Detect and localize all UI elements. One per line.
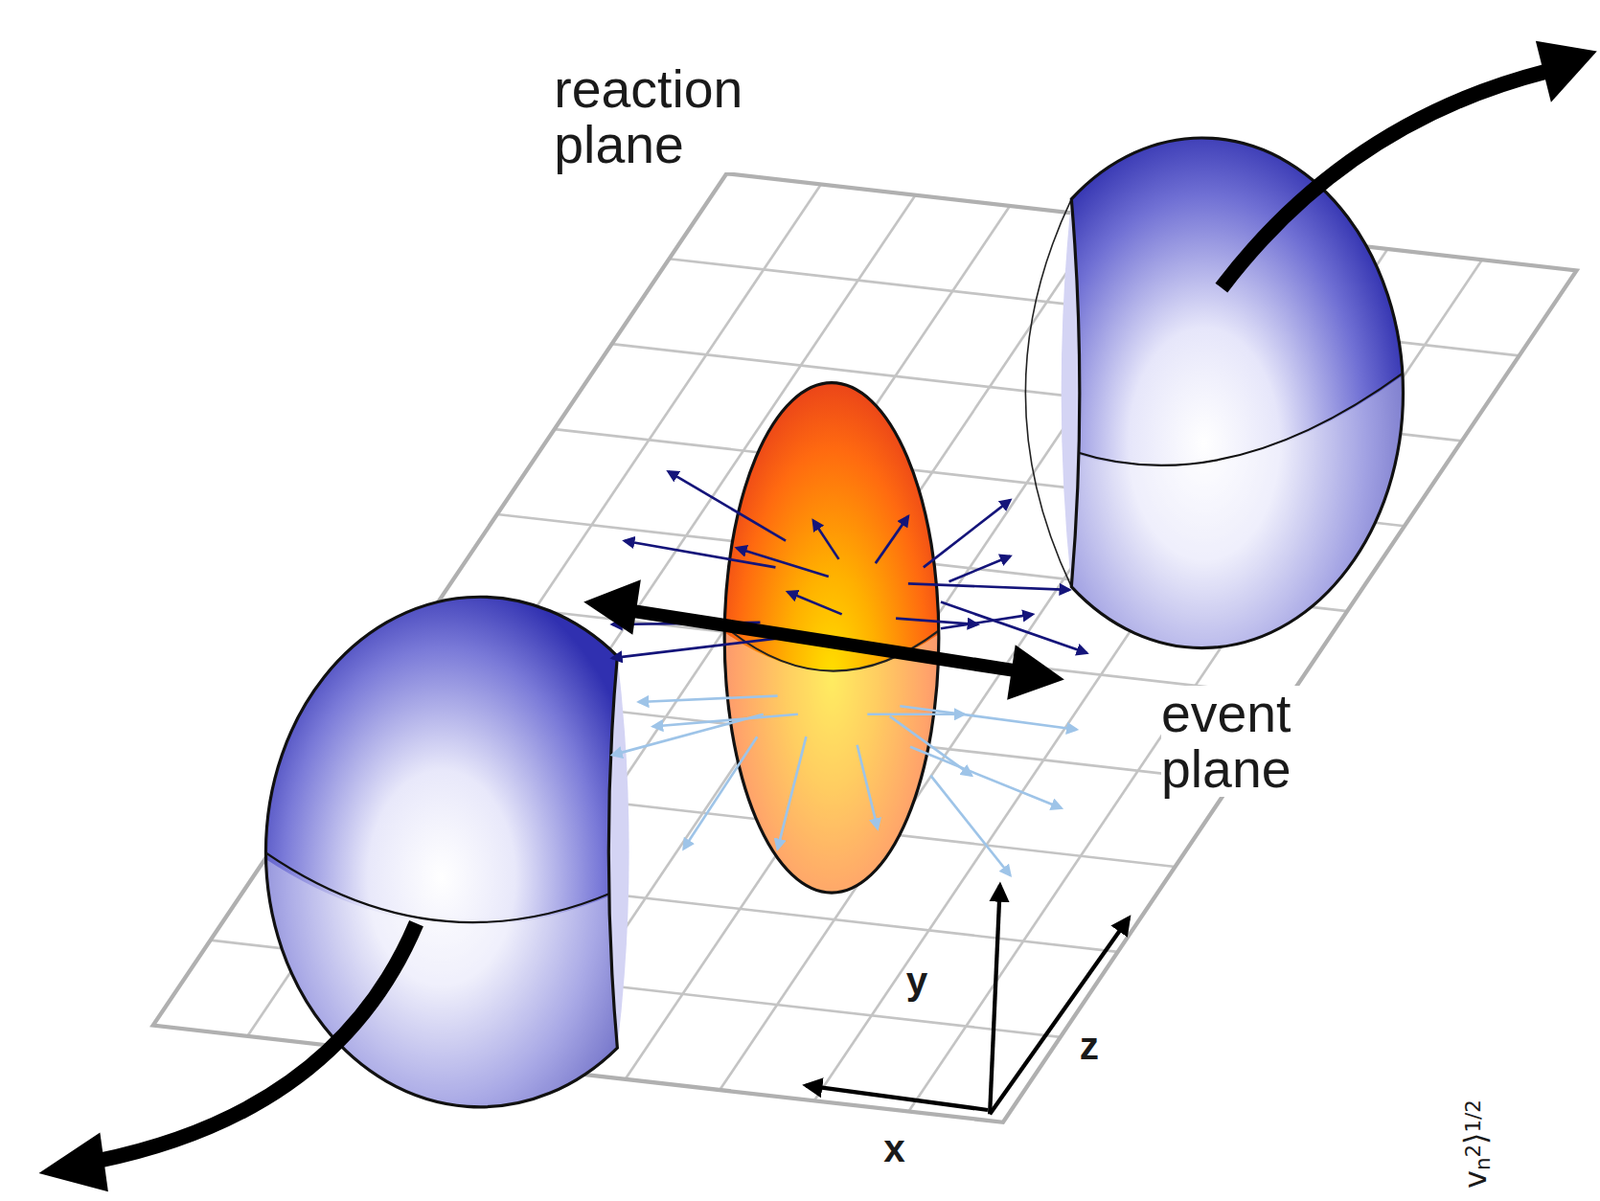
flow-arrow-lower bbox=[639, 696, 778, 703]
flow-arrow-lower bbox=[857, 745, 878, 829]
flow-arrow-lower bbox=[653, 714, 799, 728]
formula-part: 2 bbox=[1461, 1144, 1486, 1159]
flow-arrow-upper bbox=[948, 556, 1010, 583]
flow-arrow-lower bbox=[684, 736, 758, 849]
arrow-head bbox=[583, 579, 641, 636]
motion-arrows bbox=[38, 41, 1597, 1192]
axis-label: x bbox=[883, 1128, 906, 1169]
flow-arrow-upper bbox=[940, 614, 1033, 629]
flow-arrow-lower bbox=[930, 776, 1010, 876]
particle-flow bbox=[612, 471, 1087, 876]
axis-line bbox=[989, 886, 1001, 1116]
flow-arrow-upper bbox=[923, 500, 1011, 568]
left-nucleus bbox=[204, 596, 715, 1201]
curved-arrow bbox=[1221, 71, 1547, 289]
arrow-shaft bbox=[627, 610, 1021, 672]
arrow-head bbox=[38, 1132, 108, 1192]
flow-arrow-lower bbox=[899, 706, 1076, 730]
formula-part: 1/2 bbox=[1461, 1099, 1486, 1133]
plane-label: reaction plane bbox=[553, 61, 820, 173]
flow-arrow-upper bbox=[787, 592, 842, 615]
flow-arrow-lower bbox=[867, 712, 964, 716]
coordinate-axes bbox=[805, 886, 1129, 1116]
arrow-head bbox=[1535, 41, 1598, 103]
flow-arrow-upper bbox=[612, 637, 791, 659]
nucleus-lower-half bbox=[204, 852, 715, 1201]
formula-part: ⟩ bbox=[1457, 1132, 1494, 1144]
formula-part: n bbox=[1470, 1157, 1495, 1171]
flow-arrow-upper bbox=[940, 602, 1087, 654]
right-nucleus bbox=[1020, 137, 1429, 715]
nucleus-outline bbox=[1071, 137, 1403, 649]
axis-line bbox=[989, 918, 1129, 1115]
nucleus-equator bbox=[260, 848, 628, 923]
axis-line bbox=[805, 1085, 988, 1111]
fireball-lower-half bbox=[714, 624, 945, 919]
axis-label: z bbox=[1079, 1026, 1099, 1067]
nucleus-outline bbox=[265, 596, 618, 1108]
nucleus-equator bbox=[1061, 365, 1414, 466]
flow-arrow-upper bbox=[668, 471, 786, 541]
arrow-head bbox=[1006, 644, 1065, 701]
plane-label: event plane bbox=[1161, 685, 1417, 798]
flow-arrow-upper bbox=[736, 548, 829, 577]
flow-arrow-lower bbox=[777, 736, 807, 849]
curved-arrow bbox=[96, 923, 416, 1162]
flow-arrow-upper bbox=[875, 516, 909, 564]
axis-label: y bbox=[906, 960, 929, 1002]
formula-part: v bbox=[1457, 1170, 1494, 1189]
flow-arrow-upper bbox=[813, 520, 840, 559]
flow-arrow-upper bbox=[908, 583, 1070, 590]
rms-flow-symbol: vn2⟩1/2 bbox=[1457, 1099, 1496, 1189]
event-plane-arrow bbox=[583, 579, 1065, 701]
